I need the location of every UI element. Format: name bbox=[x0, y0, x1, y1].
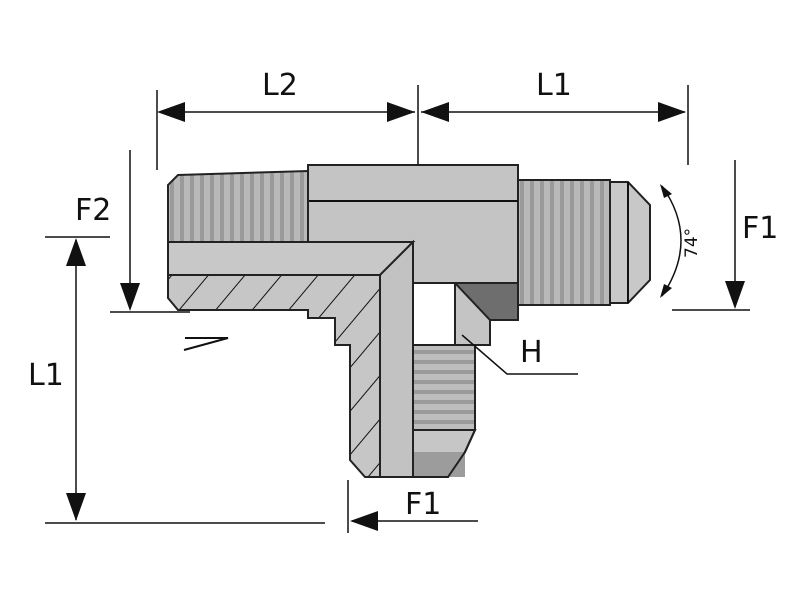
right-flare-end bbox=[517, 179, 651, 306]
label-l1-top: L1 bbox=[536, 68, 572, 103]
bottom-flare-end bbox=[412, 344, 477, 478]
label-f1-bottom: F1 bbox=[405, 487, 441, 522]
taper-symbol bbox=[183, 337, 229, 351]
label-f2: F2 bbox=[75, 193, 111, 228]
bore bbox=[167, 239, 416, 478]
label-flare-angle: 74° bbox=[682, 228, 702, 258]
label-h: H bbox=[520, 335, 543, 370]
hex-leader-line bbox=[461, 334, 578, 375]
label-l2-top: L2 bbox=[262, 68, 298, 103]
section-hatch bbox=[167, 274, 381, 478]
dimension-lines bbox=[45, 85, 750, 533]
label-f1-right: F1 bbox=[742, 211, 778, 246]
label-l1-left: L1 bbox=[28, 358, 64, 393]
left-npt-thread bbox=[167, 169, 309, 243]
